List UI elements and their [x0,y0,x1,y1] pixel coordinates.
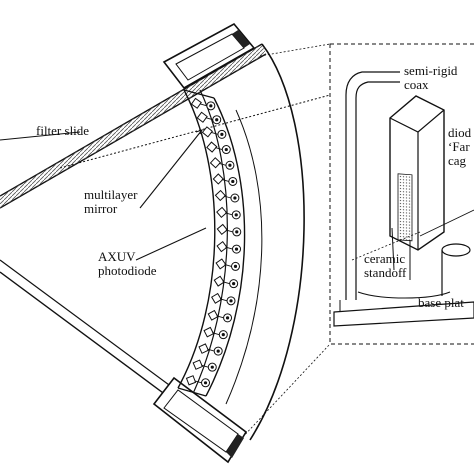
element-connector [212,332,220,336]
photodiode-core [216,349,220,353]
filter-slide-label: filter slide [36,123,90,138]
multilayer-mirror-element [190,97,202,109]
leader-lines [0,129,207,261]
upper-tube-wall [0,43,267,209]
multilayer-mirror-element [192,359,204,370]
multilayer-mirror-element [185,375,197,386]
multilayer-mirror-element [216,241,228,253]
photodiode-core [210,365,214,369]
multilayer-mirror-element [206,141,218,153]
element-connector [210,131,219,135]
multilayer-mirror-element [201,126,214,138]
photodiode-array [185,97,242,388]
bottom-flange [152,376,248,464]
photodiode-core [233,264,238,268]
multilayer-mirror-element [212,173,224,185]
element-connector [201,364,209,368]
photodiode-core [224,147,228,152]
inset-frame [239,43,474,441]
diode-faraday-cage-label: diod ‘Far cag [448,125,472,168]
multilayer-mirror-element [213,275,225,287]
multilayer-mirror-element [216,206,228,218]
element-connector [199,103,207,107]
element-connector [218,162,227,166]
photodiode-core [209,104,213,108]
element-connector [224,263,232,267]
lower-tube-wall [0,259,185,405]
photodiode-core [215,118,219,122]
semi-rigid-coax [345,71,400,300]
element-connector [221,179,229,182]
photodiode-core [234,213,238,217]
photodiode-core [225,316,230,320]
top-flange [162,22,256,90]
element-connector [205,117,213,121]
curved-housing [189,43,305,441]
multilayer-mirror-label: multilayer mirror [84,187,138,216]
ceramic-standoff [351,209,474,299]
axuv-photodiode-label: AXUV photodiode [98,249,157,278]
element-connector [207,348,215,352]
element-connector [194,380,202,384]
ceramic-standoff-label: ceramic standoff [364,251,407,280]
element-connector [216,315,224,319]
multilayer-mirror-element [209,157,222,169]
multilayer-mirror-element [196,111,208,123]
element-connector [225,229,233,233]
detector-board [177,89,263,405]
multilayer-mirror-element [214,189,227,202]
semi-rigid-coax-label: semi-rigid coax [404,63,458,92]
element-connector [219,298,228,302]
photodiode-core [235,230,239,234]
multilayer-mirror-element [211,292,223,304]
element-connector [215,147,223,150]
multilayer-mirror-element [207,309,219,321]
photodiode-core [231,179,235,184]
element-connector [225,212,233,216]
photodiode-core [220,132,224,136]
photodiode-core [234,247,239,251]
base-plate-label: base plat [418,295,464,310]
photodiode-core [203,381,208,385]
filter-slide-line [59,94,331,169]
photodiode-core [221,333,225,337]
base-plate [333,300,474,327]
photodiode-core [229,299,233,303]
multilayer-mirror-element [198,343,210,354]
multilayer-mirror-element [216,223,228,236]
photodiode-core [232,282,236,286]
faraday-cage [389,95,445,280]
element-connector [225,246,233,250]
element-connector [222,281,230,285]
element-connector [223,195,232,199]
photodiode-core [228,163,232,167]
photodiode-core [233,196,237,200]
multilayer-mirror-element [203,326,215,338]
multilayer-mirror-element [215,258,227,270]
